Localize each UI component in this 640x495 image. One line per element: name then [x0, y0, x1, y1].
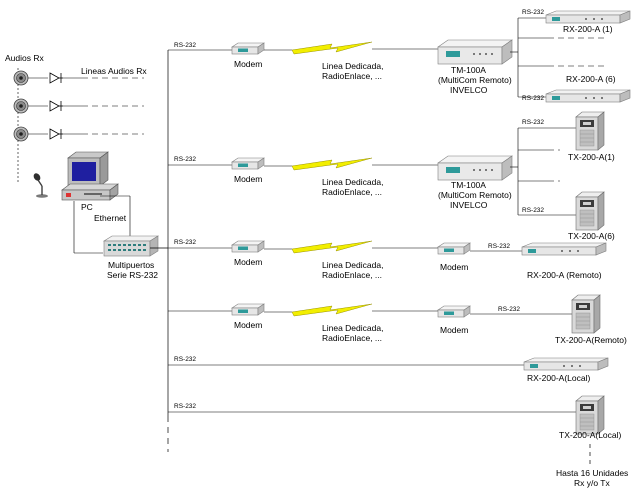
rs232-label: RS-232: [174, 42, 196, 49]
tx-transmitter-device: [575, 395, 605, 435]
modem-label: Modem: [234, 320, 262, 330]
rs232-label: RS-232: [522, 9, 544, 16]
ethernet-label: Ethernet: [94, 213, 127, 223]
rx-1-label: RX-200-A (1): [563, 24, 613, 34]
rs232-label: RS-232: [522, 95, 544, 102]
modem-device: [231, 157, 265, 170]
audio-input-1: [13, 68, 144, 182]
modem-device: [231, 303, 265, 316]
speaker-icon: [13, 70, 29, 86]
tx-remoto-label: TX-200-A(Remoto): [555, 335, 627, 345]
lightning-link-icon: [291, 157, 373, 171]
tm-name-label: TM-100A: [451, 65, 486, 75]
multipuertos-label: Multipuertos: [108, 260, 154, 270]
tx-local-label: TX-200-A(Local): [559, 430, 622, 440]
tm-sub-label: (MultiCom Remoto): [438, 190, 512, 200]
tx-6-label: TX-200-A(6): [568, 231, 615, 241]
modem-label: Modem: [440, 262, 468, 272]
rx-receiver-device: [545, 89, 631, 103]
tm-name-label: TM-100A: [451, 180, 486, 190]
row-3: RS-232 Modem Linea Dedicada, RadioEnlace…: [168, 239, 607, 280]
tm100a-device: [437, 39, 513, 65]
lightning-link-icon: [291, 240, 373, 254]
rs232-label: RS-232: [522, 207, 544, 214]
row-5: RS-232 RX-200-A(Local): [168, 356, 609, 383]
link-label-1: Linea Dedicada,: [322, 323, 383, 333]
tx-1-label: TX-200-A(1): [568, 152, 615, 162]
tx-transmitter-device: [575, 111, 605, 151]
tm-brand-label: INVELCO: [450, 200, 488, 210]
rs232-label: RS-232: [498, 306, 520, 313]
rx-receiver-device: [523, 357, 609, 371]
rs232-label: RS-232: [488, 243, 510, 250]
rs232-label: RS-232: [174, 156, 196, 163]
audio-antenna-icon: [49, 100, 64, 112]
rs232-label: RS-232: [174, 239, 196, 246]
tm-brand-label: INVELCO: [450, 85, 488, 95]
audio-input-3: [13, 126, 144, 142]
row-2: RS-232 Modem Linea Dedicada, RadioEnlace…: [168, 111, 615, 241]
audio-input-2: [13, 98, 144, 114]
rx-local-label: RX-200-A(Local): [527, 373, 590, 383]
rs232-label: RS-232: [522, 119, 544, 126]
lightning-link-icon: [291, 303, 373, 317]
modem-device: [231, 240, 265, 253]
link-label-1: Linea Dedicada,: [322, 177, 383, 187]
tx-transmitter-device: [571, 294, 601, 334]
link-label-2: RadioEnlace, ...: [322, 333, 382, 343]
serie-rs232-label: Serie RS-232: [107, 270, 158, 280]
audio-antenna-icon: [49, 128, 64, 140]
link-label-2: RadioEnlace, ...: [322, 71, 382, 81]
lightning-link-icon: [291, 41, 373, 55]
speaker-icon: [13, 98, 29, 114]
link-label-2: RadioEnlace, ...: [322, 270, 382, 280]
rs232-label: RS-232: [174, 403, 196, 410]
modem-device: [437, 305, 471, 318]
footer-line-2: Rx y/o Tx: [574, 478, 610, 488]
rx-remoto-label: RX-200-A (Remoto): [527, 270, 602, 280]
row-1: RS-232 Modem Linea Dedicada, RadioEnlace…: [168, 9, 631, 103]
speaker-icon: [13, 126, 29, 142]
row-6: RS-232 TX-200-A(Local): [168, 395, 622, 440]
tx-transmitter-device: [575, 191, 605, 231]
audio-antenna-icon: [49, 72, 64, 84]
rx-6-label: RX-200-A (6): [566, 74, 616, 84]
rs232-label: RS-232: [174, 356, 196, 363]
modem-label: Modem: [234, 59, 262, 69]
modem-device: [231, 42, 265, 55]
link-label-2: RadioEnlace, ...: [322, 187, 382, 197]
multiport-serial-device: [102, 235, 160, 257]
link-label-1: Linea Dedicada,: [322, 61, 383, 71]
row-4: Modem Linea Dedicada, RadioEnlace, ... M…: [168, 294, 627, 345]
audios-rx-label: Audios Rx: [5, 53, 44, 63]
pc-label: PC: [81, 202, 93, 212]
modem-label: Modem: [440, 325, 468, 335]
rx-receiver-device: [545, 10, 631, 24]
rx-receiver-device: [521, 242, 607, 256]
modem-label: Modem: [234, 174, 262, 184]
modem-label: Modem: [234, 257, 262, 267]
modem-device: [437, 242, 471, 255]
link-label-1: Linea Dedicada,: [322, 260, 383, 270]
footer-line-1: Hasta 16 Unidades: [556, 468, 628, 478]
tm100a-device: [437, 155, 513, 181]
lineas-audios-rx-label: Lineas Audios Rx: [81, 66, 147, 76]
pc-icon: [61, 151, 119, 201]
tm-sub-label: (MultiCom Remoto): [438, 75, 512, 85]
microphone-icon: [33, 173, 48, 198]
